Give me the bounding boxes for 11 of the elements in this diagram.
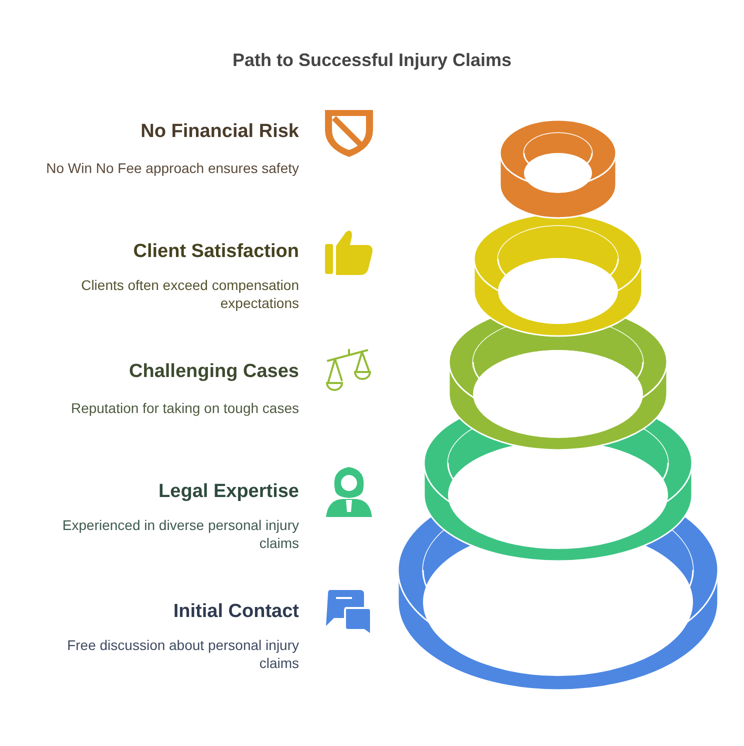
step-description: Clients often exceed compensation expectations	[80, 276, 299, 312]
step-description: Reputation for taking on tough cases	[70, 399, 299, 417]
step-heading: Client Satisfaction	[132, 241, 299, 263]
step-heading: Challenging Cases	[128, 361, 299, 383]
step-heading: Legal Expertise	[158, 481, 299, 503]
step-heading: Initial Contact	[172, 601, 299, 623]
step-description: Free discussion about personal injury claims	[66, 636, 299, 672]
title: Path to Successful Injury Claims	[231, 50, 513, 71]
step-description: Experienced in diverse personal injury claims	[61, 516, 299, 552]
step-heading: No Financial Risk	[140, 121, 299, 143]
step-description: No Win No Fee approach ensures safety	[45, 159, 299, 177]
